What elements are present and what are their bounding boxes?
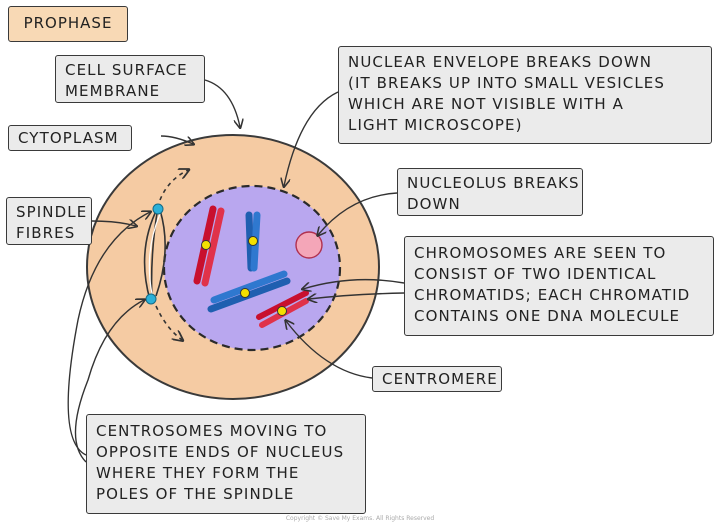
chromosome — [193, 205, 225, 287]
label-line: CENTROMERE — [382, 370, 498, 388]
label-cytoplasm: CYTOPLASM — [8, 125, 132, 151]
label-line: DOWN — [407, 195, 461, 213]
centrosome-motion-arrow — [159, 170, 188, 201]
label-line: CONTAINS ONE DNA MOLECULE — [414, 307, 681, 325]
label-centromere: CENTROMERE — [372, 366, 502, 392]
arrow-centrosomes-1 — [67, 212, 150, 456]
label-line: CHROMATIDS; EACH CHROMATID — [414, 286, 691, 304]
label-line: CENTROSOMES MOVING TO — [96, 422, 328, 440]
label-line: LIGHT MICROSCOPE) — [348, 116, 523, 134]
centromere — [248, 236, 258, 246]
arrow-cell-surface-membrane — [204, 79, 240, 127]
arrow-nucleolus — [318, 192, 398, 235]
diagram-title: PROPHASE — [8, 6, 128, 42]
centrosome-motion-arrow — [155, 305, 182, 340]
arrow-centromere — [286, 321, 373, 379]
centromere — [277, 306, 287, 316]
centrosome — [152, 203, 164, 215]
arrow-cytoplasm — [160, 135, 193, 144]
label-spindle-fibres: SPINDLE FIBRES — [6, 197, 92, 245]
label-line: CELL SURFACE — [65, 61, 188, 79]
label-line: CONSIST OF TWO IDENTICAL — [414, 265, 657, 283]
label-centrosomes: CENTROSOMES MOVING TO OPPOSITE ENDS OF N… — [86, 414, 366, 514]
label-line: OPPOSITE ENDS OF NUCLEUS — [96, 443, 345, 461]
label-nuclear-envelope: NUCLEAR ENVELOPE BREAKS DOWN (IT BREAKS … — [338, 46, 712, 144]
chromosome — [256, 290, 309, 328]
label-line: WHERE THEY FORM THE — [96, 464, 300, 482]
arrow-centrosomes-2 — [74, 300, 144, 463]
label-line: POLES OF THE SPINDLE — [96, 485, 295, 503]
chromosome — [245, 211, 261, 272]
label-line: FIBRES — [16, 224, 76, 242]
label-line: NUCLEAR ENVELOPE BREAKS DOWN — [348, 53, 653, 71]
label-nucleolus: NUCLEOLUS BREAKS DOWN — [397, 168, 583, 216]
centrosome — [145, 293, 157, 305]
arrow-chromosomes-2 — [309, 292, 405, 299]
centromere — [240, 288, 250, 298]
label-line: NUCLEOLUS BREAKS — [407, 174, 580, 192]
label-cell-surface-membrane: CELL SURFACE MEMBRANE — [55, 55, 205, 103]
label-line: WHICH ARE NOT VISIBLE WITH A — [348, 95, 624, 113]
chromosome — [207, 270, 291, 313]
arrow-spindle-fibres — [91, 221, 136, 226]
copyright-notice: Copyright © Save My Exams. All Rights Re… — [285, 515, 435, 522]
label-line: CYTOPLASM — [18, 129, 119, 147]
label-line: SPINDLE — [16, 203, 88, 221]
centromere — [201, 240, 211, 250]
arrow-nuclear-envelope — [284, 91, 339, 186]
label-line: CHROMOSOMES ARE SEEN TO — [414, 244, 667, 262]
label-line: (IT BREAKS UP INTO SMALL VESICLES — [348, 74, 665, 92]
nucleolus — [295, 231, 323, 259]
label-line: MEMBRANE — [65, 82, 161, 100]
arrow-chromosomes-1 — [303, 278, 405, 289]
label-chromosomes: CHROMOSOMES ARE SEEN TO CONSIST OF TWO I… — [404, 236, 714, 336]
